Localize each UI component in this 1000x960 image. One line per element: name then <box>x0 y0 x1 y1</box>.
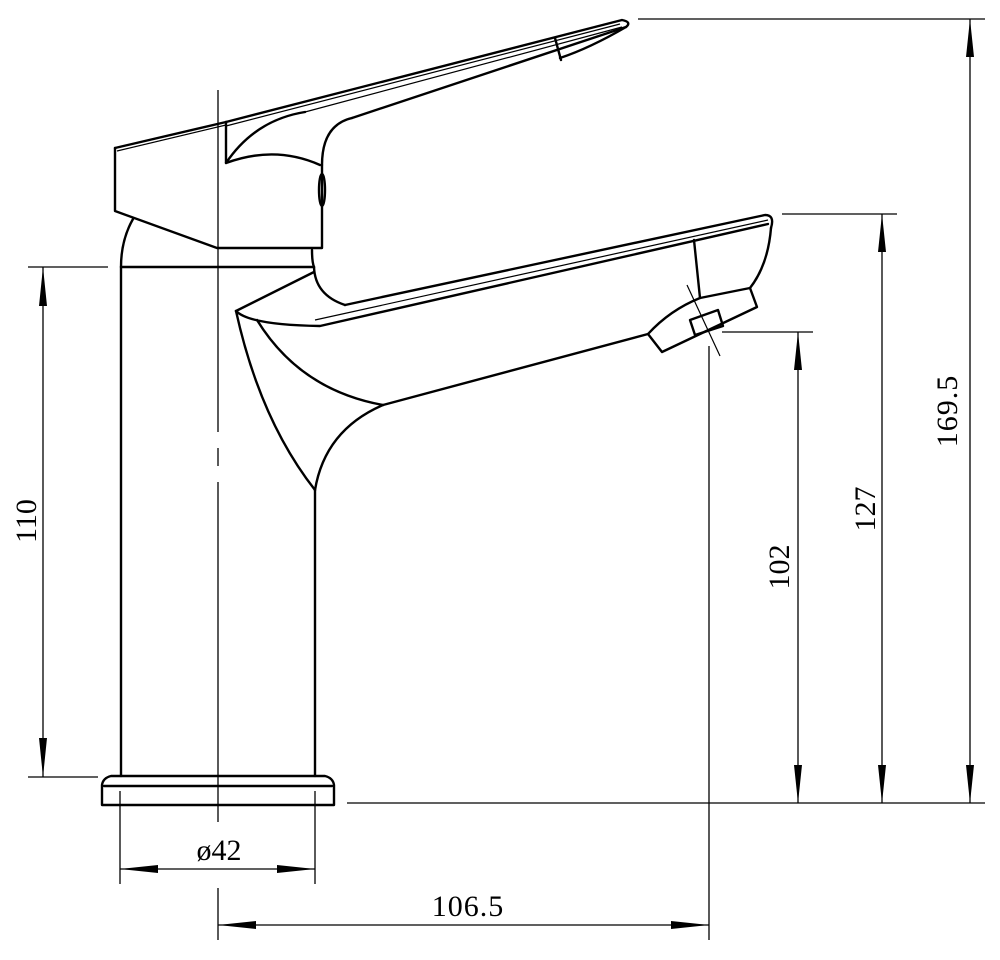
label-spout-reach: 106.5 <box>431 890 505 923</box>
dim-overall-height <box>638 18 985 803</box>
dim-spout-reach <box>217 346 710 940</box>
label-base-diameter: ø42 <box>196 834 242 867</box>
dim-body-height <box>28 266 108 778</box>
dim-outlet-height <box>722 331 813 803</box>
base-flange <box>100 774 336 807</box>
spout <box>234 213 774 492</box>
label-spout-height: 127 <box>849 486 882 532</box>
dim-base-diameter <box>119 791 316 884</box>
label-outlet-height: 102 <box>763 544 796 590</box>
aerator <box>646 284 759 357</box>
dim-spout-height <box>782 213 897 803</box>
lever-handle <box>113 18 630 250</box>
label-body-height: 110 <box>10 499 43 543</box>
label-overall-height: 169.5 <box>931 374 964 448</box>
